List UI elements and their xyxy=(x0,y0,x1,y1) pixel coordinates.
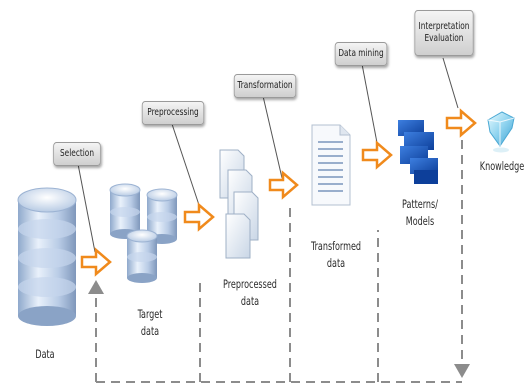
arrow-data-mining xyxy=(361,140,393,170)
database-icon xyxy=(17,187,77,326)
arrow-interpretation xyxy=(445,108,477,138)
process-arrows xyxy=(80,108,477,277)
target-data-stage-label: Target data xyxy=(137,307,163,338)
transformed-data-icon xyxy=(311,124,351,206)
callout-lines xyxy=(77,57,459,253)
arrow-selection xyxy=(80,247,112,277)
feedback-loop xyxy=(88,140,470,383)
knowledge-gem-icon xyxy=(487,111,515,153)
interpretation-evaluation-label: Interpretation Evaluation xyxy=(414,10,474,56)
preprocessed-data-icon xyxy=(219,149,259,259)
arrow-preprocessing xyxy=(183,202,215,232)
arrow-transformation xyxy=(268,170,299,200)
preprocessed-data-stage-label: Preprocessed data xyxy=(223,277,277,308)
knowledge-stage-label: Knowledge xyxy=(479,159,525,173)
data-mining-label: Data mining xyxy=(334,42,388,66)
target-data-icon xyxy=(109,183,178,283)
transformation-label: Transformation xyxy=(233,74,297,98)
preprocessing-label: Preprocessing xyxy=(141,101,205,125)
data-stage-label: Data xyxy=(35,347,55,361)
patterns-models-icon xyxy=(398,120,438,184)
selection-label: Selection xyxy=(53,142,101,166)
transformed-data-stage-label: Transformed data xyxy=(310,239,362,270)
patterns-models-stage-label: Patterns/ Models xyxy=(402,197,438,228)
